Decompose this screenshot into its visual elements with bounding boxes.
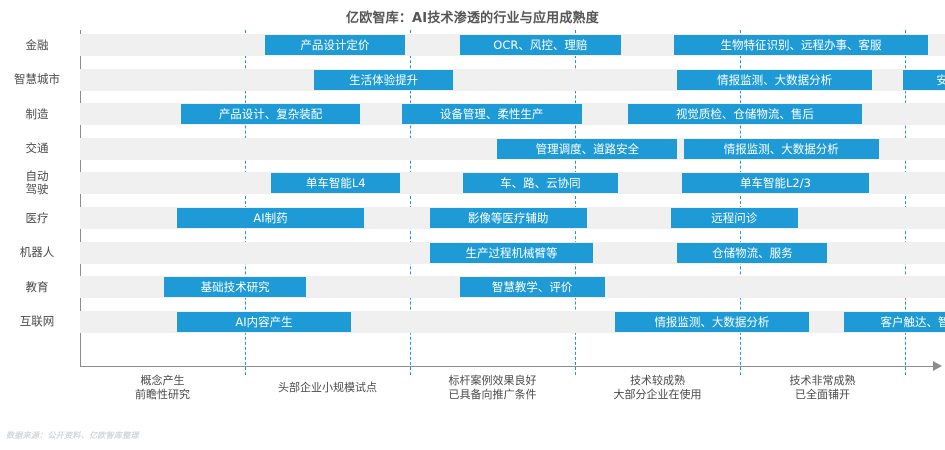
y-axis-label-line: 智慧城市 <box>14 72 60 87</box>
task-bar[interactable]: 设备管理、柔性生产 <box>401 104 582 125</box>
y-axis-label-line: 驾驶 <box>25 182 49 197</box>
gridline-2 <box>410 30 411 375</box>
gridline-5 <box>905 30 906 375</box>
task-bar[interactable]: 管理调度、道路安全 <box>497 138 678 159</box>
y-axis-label-交通: 交通 <box>0 142 74 155</box>
y-axis-label-line: 交通 <box>25 141 49 156</box>
task-bar[interactable]: 生物特征识别、远程办事、客服 <box>674 35 929 55</box>
page-title: 亿欧智库：AI技术渗透的行业与应用成熟度 <box>346 11 599 26</box>
x-axis-stage-label-5: 技术非常成熟已全面铺开 <box>733 374 913 402</box>
task-bar[interactable]: 智慧教学、评价 <box>459 277 605 298</box>
task-bar[interactable]: 情报监测、大数据分析 <box>614 311 810 332</box>
y-axis-label-line: 制造 <box>25 106 49 121</box>
y-axis-label-制造: 制造 <box>0 106 74 121</box>
gridline-1 <box>245 30 246 375</box>
x-axis-stage-label-2: 头部企业小规模试点 <box>238 381 418 395</box>
y-axis-label-line: 自动 <box>25 169 49 184</box>
x-axis-stage-label-line2: 已具备向推广条件 <box>448 388 537 401</box>
task-bar[interactable]: 单车智能L2/3 <box>682 173 869 194</box>
task-bar[interactable]: 仓储物流、服务 <box>677 242 828 263</box>
y-axis-line <box>80 30 81 367</box>
task-bar[interactable]: 视觉质检、仓储物流、售后 <box>627 104 863 125</box>
task-bar[interactable]: AI内容产生 <box>177 311 351 332</box>
task-bar[interactable]: 生产过程机械臂等 <box>429 242 594 263</box>
x-axis-stage-label-1: 概念产生前瞻性研究 <box>73 374 253 402</box>
task-bar[interactable]: 情报监测、大数据分析 <box>677 69 872 90</box>
x-axis-stage-label-line1: 头部企业小规模试点 <box>278 381 377 394</box>
gridline-4 <box>740 30 741 375</box>
x-axis-stage-label-line1: 技术较成熟 <box>630 374 685 387</box>
y-axis-label-智慧城市: 智慧城市 <box>0 73 74 86</box>
gridline-3 <box>575 30 576 375</box>
y-axis-label-line: 机器人 <box>19 245 55 260</box>
task-bar[interactable]: 远程问诊 <box>670 208 798 228</box>
task-bar[interactable]: 产品设计、复杂装配 <box>180 104 361 125</box>
y-axis-label-金融: 金融 <box>0 37 74 52</box>
task-bar[interactable]: OCR、风控、理赔 <box>459 35 622 55</box>
x-axis-arrow-icon <box>933 361 942 371</box>
task-bar[interactable]: 生活体验提升 <box>314 69 453 90</box>
x-axis-stage-label-line1: 标杆案例效果良好 <box>448 374 537 387</box>
y-axis-label-line: 金融 <box>25 37 49 52</box>
task-bar[interactable]: 基础技术研究 <box>164 277 307 298</box>
x-axis-stage-label-line1: 技术非常成熟 <box>789 374 856 387</box>
task-bar[interactable]: 客户触达、智慧营销 <box>843 311 945 332</box>
x-axis-stage-label-line2: 已全面铺开 <box>795 388 850 401</box>
y-axis-label-line: 医疗 <box>25 210 49 225</box>
task-bar[interactable]: 车、路、云协同 <box>462 173 618 194</box>
task-bar[interactable]: 单车智能L4 <box>271 173 401 194</box>
y-axis-label-医疗: 医疗 <box>0 210 74 225</box>
source-note: 数据来源：公开资料、亿欧智库整理 <box>6 431 139 440</box>
x-axis-stage-label-line2: 大部分企业在使用 <box>613 388 702 401</box>
x-axis-stage-label-line1: 概念产生 <box>140 374 185 387</box>
y-axis-label-line: 教育 <box>25 279 49 294</box>
task-bar[interactable]: AI制药 <box>177 208 364 228</box>
task-bar[interactable]: 情报监测、大数据分析 <box>683 138 879 159</box>
y-axis-label-自动驾驶: 自动驾驶 <box>0 170 74 196</box>
y-axis-label-互联网: 互联网 <box>0 315 74 328</box>
task-bar[interactable]: 影像等医疗辅助 <box>429 208 587 228</box>
y-axis-label-机器人: 机器人 <box>0 246 74 259</box>
x-axis-stage-label-line2: 前瞻性研究 <box>135 388 190 401</box>
x-axis-stage-label-4: 技术较成熟大部分企业在使用 <box>568 374 748 402</box>
task-bar[interactable]: 安防 <box>903 69 945 90</box>
y-axis-label-教育: 教育 <box>0 279 74 294</box>
x-axis-line <box>80 366 935 367</box>
task-bar[interactable]: 产品设计定价 <box>264 35 406 55</box>
y-axis-label-line: 互联网 <box>19 314 55 329</box>
x-axis-stage-label-3: 标杆案例效果良好已具备向推广条件 <box>403 374 583 402</box>
